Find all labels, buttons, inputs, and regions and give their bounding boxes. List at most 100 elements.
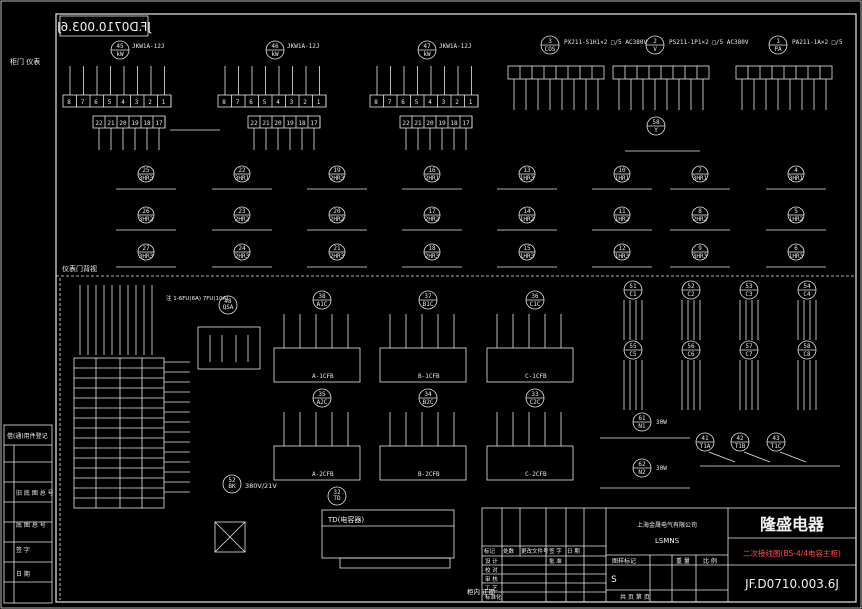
badge-code: 1HR3 — [789, 253, 804, 260]
badge-id: 36 — [531, 293, 539, 300]
contactor-box — [379, 445, 467, 481]
kw-meter-label: JKW1A-12J — [132, 43, 165, 50]
svg-text:TD: TD — [333, 495, 341, 502]
terminal-number: 5 — [263, 99, 267, 106]
badge-id: 13 — [523, 167, 531, 174]
svg-text:更改文件号: 更改文件号 — [521, 547, 549, 555]
badge-id: 33 — [531, 391, 539, 398]
drawing-number-mirrored: JF.D0710.003.6J — [57, 15, 152, 37]
badge-id: 27 — [142, 245, 150, 252]
svg-text:借(通)用件登记: 借(通)用件登记 — [7, 432, 48, 440]
terminal-number: 2 — [455, 99, 459, 106]
badge-code: 2HR2 — [235, 216, 250, 223]
svg-text:标准化: 标准化 — [485, 593, 502, 601]
svg-text:签 字: 签 字 — [549, 547, 562, 555]
svg-text:图样标记: 图样标记 — [612, 557, 636, 565]
contactor-box — [273, 347, 361, 383]
badge-id: 51 — [629, 283, 637, 290]
svg-text:设 计: 设 计 — [485, 557, 498, 565]
badge-code: C4 — [803, 291, 811, 298]
badge-id: 34 — [424, 391, 432, 398]
svg-text:S: S — [611, 575, 617, 585]
badge-code: C6 — [687, 351, 695, 358]
fuse-block: 48 QSA 注 1-6FU(6A) 7FU(10A) — [166, 294, 261, 370]
company-en: LSMNS — [655, 537, 680, 545]
badge-id: 1 — [776, 38, 780, 45]
kw-meter-label: JKW1A-12J — [439, 43, 472, 50]
a_meter-badge: 1PA — [768, 35, 788, 55]
badge-code: B1C — [423, 301, 434, 308]
title-block: 标记 处数 更改文件号 签 字 日 期 设 计 校 对 审 核 工 艺 标准化 … — [481, 507, 857, 603]
badge-id: 45 — [116, 43, 124, 50]
badge-id: 19 — [333, 167, 341, 174]
wire — [708, 451, 736, 463]
wire — [743, 451, 771, 463]
badge-code: 2HR2 — [425, 216, 440, 223]
terminal-number: 17 — [310, 120, 318, 127]
badge-id: 20 — [333, 208, 341, 215]
svg-text:标记: 标记 — [484, 547, 496, 555]
badge-code: 3HR3 — [139, 175, 154, 182]
contactor-box-label: B-1CFB — [418, 373, 440, 380]
terminal-number: 6 — [401, 99, 405, 106]
badge-code: 1HR3 — [520, 253, 535, 260]
terminal-number: 21 — [262, 120, 270, 127]
svg-text:工 艺: 工 艺 — [485, 585, 498, 592]
badge-code: B2C — [423, 399, 434, 406]
contactor-box-label: B-2CFB — [418, 471, 440, 478]
badge-code: C3 — [745, 291, 753, 298]
contactor-box — [273, 445, 361, 481]
badge-code: 1HR2 — [520, 216, 535, 223]
svg-text:JF.D0710.003.6J: JF.D0710.003.6J — [57, 20, 152, 34]
badge-code: 1HR2 — [615, 216, 630, 223]
terminal-number: 1 — [317, 99, 321, 106]
contactor-box-label: A-1CFB — [312, 373, 334, 380]
badge-code: 2HR3 — [425, 253, 440, 260]
svg-text:处数: 处数 — [503, 547, 515, 555]
badge-code: C2C — [530, 399, 541, 406]
svg-text:日 期: 日 期 — [567, 548, 580, 555]
badge-code: C2 — [687, 291, 695, 298]
badge-id: 14 — [523, 208, 531, 215]
terminal-number: 4 — [276, 99, 280, 106]
svg-text:共 页 第 页: 共 页 第 页 — [620, 593, 650, 601]
badge-id: 35 — [318, 391, 326, 398]
badge-code: N2 — [638, 469, 646, 476]
badge-code: C1C — [530, 301, 541, 308]
badge-code: A1C — [317, 301, 328, 308]
badge-id: 25 — [142, 167, 150, 174]
terminal-table — [73, 357, 165, 509]
badge-code: C7 — [745, 351, 753, 358]
badge-code: Y — [654, 127, 658, 134]
badge-id: 10 — [618, 167, 626, 174]
badge-id: 43 — [772, 435, 780, 442]
terminal-number: 20 — [119, 120, 127, 127]
badge-id: 54 — [803, 283, 811, 290]
badge-id: 15 — [523, 245, 531, 252]
company-name: 上海金晟电气有限公司 — [637, 521, 697, 529]
badge-id: 6 — [794, 245, 798, 252]
badge-id: 58 — [803, 343, 811, 350]
badge-id: 4 — [794, 167, 798, 174]
badge-id: 42 — [736, 435, 744, 442]
svg-text:签 字: 签 字 — [16, 546, 30, 554]
badge-id: 21 — [333, 245, 341, 252]
inner-frame — [55, 13, 857, 603]
svg-text:380V/21V: 380V/21V — [245, 482, 277, 490]
